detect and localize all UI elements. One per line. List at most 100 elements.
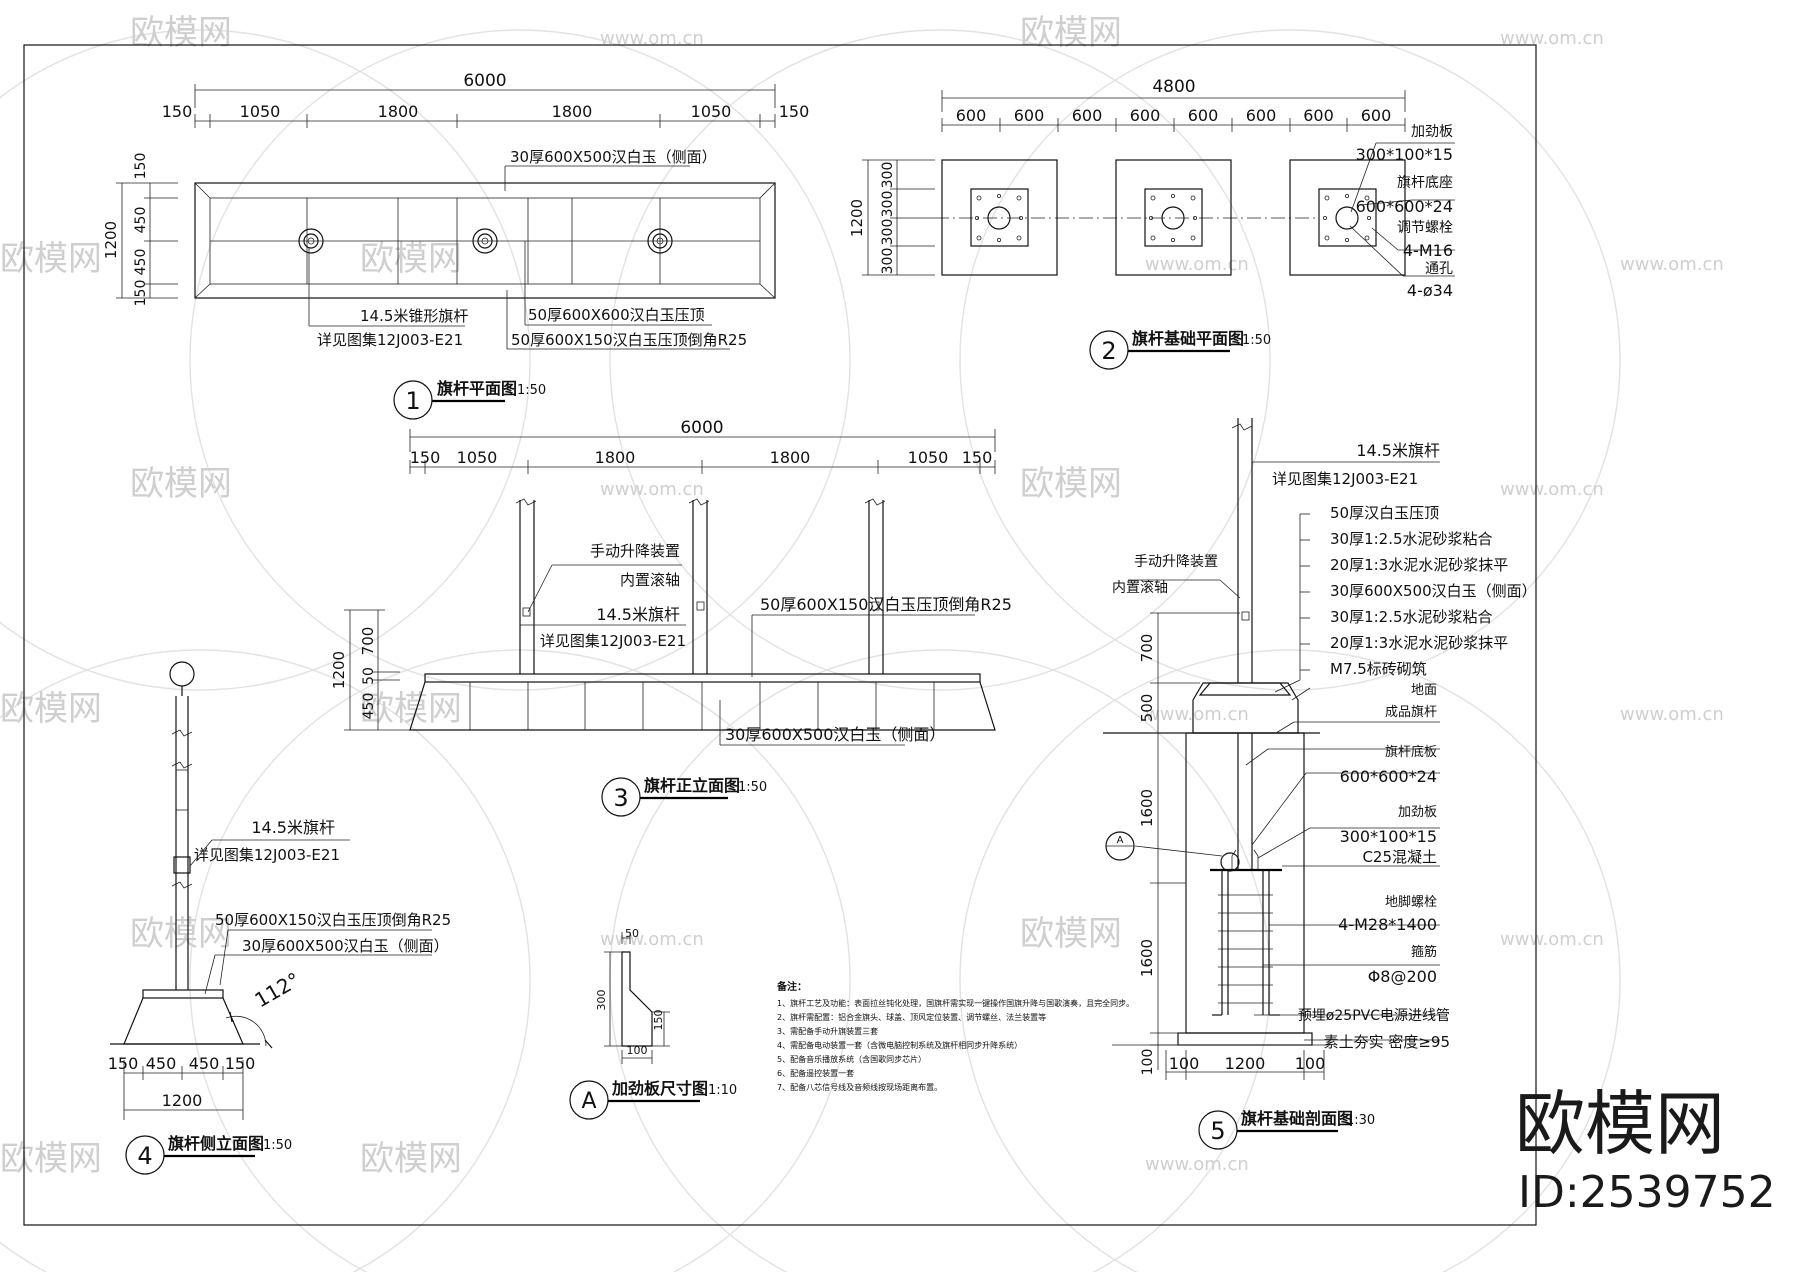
watermark-site: www.om.cn bbox=[1500, 479, 1604, 500]
section-label-concrete: C25混凝土 bbox=[1362, 848, 1437, 866]
plan-left-dim-3: 450 bbox=[133, 249, 149, 276]
front-dim-3: 1800 bbox=[595, 448, 636, 467]
front-dim-5: 1050 bbox=[908, 448, 949, 467]
drawing-border bbox=[23, 44, 1537, 1226]
section-label-product: 成品旗杆 bbox=[1385, 704, 1437, 720]
notes-block: 备注： 1、旗杆工艺及功能：表面拉丝钝化处理，国旗杆需实现一键操作国旗升降与国歌… bbox=[776, 980, 1134, 1092]
plan-left-dim-1: 150 bbox=[133, 153, 149, 180]
watermark-site: www.om.cn bbox=[1620, 704, 1724, 725]
plan-label-top-1: 50厚600X600汉白玉压顶 bbox=[528, 306, 705, 324]
base-dim-5: 600 bbox=[1188, 106, 1219, 125]
stiffener-title-no: A bbox=[581, 1089, 596, 1114]
base-dim-8: 600 bbox=[1361, 106, 1392, 125]
view-front-elevation: 6000 150 1050 1800 1800 1050 150 1200 70… bbox=[330, 418, 1012, 817]
section-dim-3: 1600 bbox=[1138, 789, 1156, 827]
section-label-hand-2: 内置滚轴 bbox=[1112, 579, 1168, 596]
side-dim-3: 450 bbox=[189, 1054, 220, 1073]
plan-dim-5: 1050 bbox=[691, 102, 732, 121]
side-label-1: 14.5米旗杆 bbox=[251, 818, 335, 837]
base-footing bbox=[1289, 159, 1406, 276]
watermark-brand: 欧模网 bbox=[0, 1139, 102, 1179]
plan-pole-1 bbox=[298, 228, 324, 254]
watermark-site: www.om.cn bbox=[600, 28, 704, 49]
watermark-site: www.om.cn bbox=[1145, 704, 1249, 725]
section-label-ground: 地面 bbox=[1411, 683, 1437, 698]
front-overall-dim: 6000 bbox=[680, 418, 723, 438]
plan-dim-6: 150 bbox=[779, 102, 810, 121]
base-label-3: 旗杆底座 bbox=[1397, 175, 1453, 191]
notes-heading: 备注： bbox=[776, 980, 807, 993]
section-layer-7: M7.5标砖砌筑 bbox=[1330, 660, 1427, 678]
notes-line-4: 4、需配备电动装置一套（含微电脑控制系统及旗杆相同步升降系统） bbox=[777, 1040, 1022, 1050]
side-angle: 112° bbox=[251, 967, 305, 1012]
section-label-stirrup-2: Φ8@200 bbox=[1368, 967, 1437, 986]
front-title: 旗杆正立面图 bbox=[644, 776, 740, 795]
plan-dim-2: 1050 bbox=[240, 102, 281, 121]
notes-line-7: 7、配备八芯信号线及音频线按现场距离布置。 bbox=[777, 1082, 942, 1092]
watermark-site: www.om.cn bbox=[600, 479, 704, 500]
section-bottom-dim-2: 1200 bbox=[1225, 1054, 1266, 1073]
side-title: 旗杆侧立面图 bbox=[168, 1134, 264, 1153]
base-left-dim-1: 300 bbox=[880, 162, 896, 189]
watermark-brand: 欧模网 bbox=[1020, 13, 1122, 53]
section-label-stiff-2: 300*100*15 bbox=[1340, 827, 1437, 846]
base-label-1: 加劲板 bbox=[1411, 124, 1453, 140]
section-layer-3: 20厚1:3水泥水泥砂浆抹平 bbox=[1330, 556, 1508, 574]
side-label-2: 详见图集12J003-E21 bbox=[194, 846, 340, 864]
plan-label-pole-2: 详见图集12J003-E21 bbox=[317, 331, 463, 349]
plan-label-side: 30厚600X500汉白玉（侧面） bbox=[510, 148, 717, 166]
base-dim-4: 600 bbox=[1130, 106, 1161, 125]
section-dim-4: 1600 bbox=[1138, 939, 1156, 977]
section-scale: 1:30 bbox=[1346, 1113, 1375, 1128]
watermark-site: www.om.cn bbox=[1620, 254, 1724, 275]
section-label-pole-1: 14.5米旗杆 bbox=[1356, 441, 1440, 460]
plan-left-dim-total: 1200 bbox=[102, 221, 120, 259]
base-title-no: 2 bbox=[1101, 337, 1116, 365]
plan-left-dim-2: 450 bbox=[133, 207, 149, 234]
stiffener-dim-right: 150 bbox=[652, 1010, 665, 1031]
front-left-dim-2: 450 bbox=[361, 693, 377, 720]
view-stiffener: 50 300 150 100 A 加劲板尺寸图 1:10 bbox=[569, 927, 737, 1120]
notes-line-3: 3、需配备手动升旗装置三套 bbox=[777, 1026, 878, 1036]
notes-line-2: 2、旗杆需配置：铝合金旗头、球盖、顶风定位装置、调节螺丝、法兰装置等 bbox=[777, 1012, 1046, 1022]
watermark-brand: 欧模网 bbox=[0, 239, 102, 279]
section-label-base-2: 600*600*24 bbox=[1340, 767, 1437, 786]
watermark-brand: 欧模网 bbox=[130, 914, 232, 954]
base-label-4: 600*600*24 bbox=[1356, 197, 1453, 216]
front-dim-4: 1800 bbox=[770, 448, 811, 467]
watermark-brand: 欧模网 bbox=[1020, 464, 1122, 504]
watermark-brand: 欧模网 bbox=[130, 13, 232, 53]
front-label-4: 详见图集12J003-E21 bbox=[540, 632, 686, 650]
side-label-3: 50厚600X150汉白玉压顶倒角R25 bbox=[215, 911, 451, 929]
base-label-8: 4-ø34 bbox=[1407, 281, 1453, 300]
section-label-pole-2: 详见图集12J003-E21 bbox=[1272, 470, 1418, 488]
watermark-site: www.om.cn bbox=[1145, 1154, 1249, 1175]
side-overall-dim: 1200 bbox=[162, 1091, 203, 1110]
watermark-brand: 欧模网 bbox=[130, 464, 232, 504]
stiffener-dim-top: 50 bbox=[625, 927, 639, 940]
base-title: 旗杆基础平面图 bbox=[1132, 329, 1244, 348]
section-layer-5: 30厚1:2.5水泥砂浆粘合 bbox=[1330, 608, 1493, 626]
front-label-1: 手动升降装置 bbox=[590, 542, 680, 560]
base-label-6: 4-M16 bbox=[1403, 241, 1453, 260]
view-side-elevation: 112° 14.5米旗杆 详见图集12J003-E21 50厚600X150汉白… bbox=[108, 661, 451, 1175]
watermark-site: www.om.cn bbox=[1145, 254, 1249, 275]
section-label-base-1: 旗杆底板 bbox=[1385, 744, 1437, 760]
section-label-stirrup-1: 箍筋 bbox=[1411, 944, 1437, 960]
front-scale: 1:50 bbox=[738, 780, 767, 795]
section-dim-5: 100 bbox=[1140, 1049, 1156, 1076]
front-dim-1: 150 bbox=[410, 448, 441, 467]
side-title-no: 4 bbox=[137, 1142, 152, 1170]
section-label-pvc: 预埋ø25PVC电源进线管 bbox=[1298, 1008, 1450, 1024]
watermark-brand: 欧模网 bbox=[1020, 914, 1122, 954]
base-left-dim-4: 300 bbox=[880, 248, 896, 275]
front-left-dim-1: 700 bbox=[359, 627, 377, 656]
plan-dim-3: 1800 bbox=[378, 102, 419, 121]
plan-title-no: 1 bbox=[405, 387, 420, 415]
section-title-no: 5 bbox=[1210, 1117, 1225, 1145]
section-label-bolt-1: 地脚螺栓 bbox=[1385, 894, 1437, 910]
plan-dim-1: 150 bbox=[162, 102, 193, 121]
section-layer-1: 50厚汉白玉压顶 bbox=[1330, 504, 1439, 522]
section-label-soil: 素土夯实 密度≥95 bbox=[1324, 1033, 1450, 1051]
